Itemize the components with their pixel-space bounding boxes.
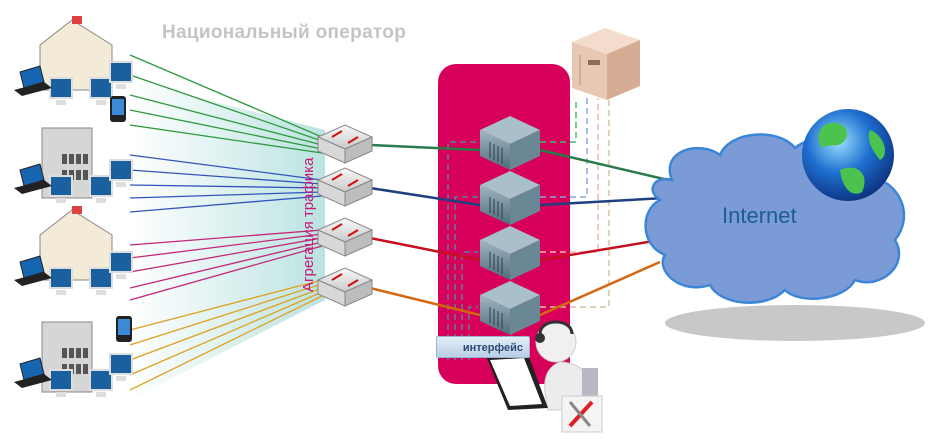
office-building-icon [41, 127, 93, 199]
client-link [129, 191, 323, 199]
laptop-icon [14, 163, 52, 194]
client-link [129, 287, 323, 361]
client-link [129, 74, 323, 142]
monitor-icon [109, 353, 133, 381]
server-icon [480, 281, 540, 335]
server-icon [480, 226, 540, 280]
control-line [454, 196, 478, 360]
client-link [129, 229, 323, 246]
aggregation-label: Агрегация трафика [300, 157, 317, 292]
client-link [129, 109, 323, 150]
server-icon [480, 171, 540, 225]
monitor-icon [49, 267, 73, 295]
switch-icon [316, 217, 374, 257]
client-link [129, 291, 323, 376]
client-link [129, 241, 323, 289]
pda-icon [116, 316, 132, 342]
laptop-icon [14, 255, 52, 286]
client-link [129, 279, 323, 331]
mirror-line [540, 98, 610, 308]
switch-icon [316, 124, 374, 164]
client-link [129, 94, 323, 146]
pda-icon [110, 96, 126, 122]
mirror-lines [447, 98, 610, 360]
server-icon [480, 116, 540, 170]
client-link [129, 245, 323, 301]
monitor-icon [109, 251, 133, 279]
monitor-icon [49, 175, 73, 203]
client-links [129, 54, 323, 391]
monitor-icon [49, 77, 73, 105]
mirror-line [540, 98, 599, 253]
mirror-line [540, 98, 588, 198]
laptop-icon [14, 357, 52, 388]
control-line [447, 141, 478, 360]
diagram-title: Национальный оператор [162, 22, 407, 43]
switch-icon [316, 267, 374, 307]
mirror-line [540, 98, 577, 143]
interface-button[interactable]: интерфейс [436, 336, 530, 358]
client-link [129, 169, 323, 185]
client-link [129, 54, 323, 138]
tools-icon [561, 395, 603, 433]
control-line [461, 251, 478, 360]
monitor-icon [109, 159, 133, 187]
control-line [468, 306, 478, 360]
aggregation-fan [130, 80, 325, 400]
client-link [129, 184, 323, 189]
client-link [129, 154, 323, 181]
globe-icon [802, 109, 894, 201]
monitor-icon [49, 369, 73, 397]
client-link [129, 295, 323, 391]
client-link [129, 124, 323, 154]
internet-label: Internet [722, 203, 797, 228]
monitor-icon [89, 369, 113, 397]
client-link [129, 237, 323, 273]
switch-icon [316, 167, 374, 207]
cloud-shadow [665, 305, 925, 341]
client-link [129, 283, 323, 346]
client-link [129, 233, 323, 259]
client-link [129, 195, 323, 213]
monitor-icon [89, 175, 113, 203]
monitor-icon [89, 77, 113, 105]
storage-server-icon [572, 28, 640, 100]
laptop-icon [14, 65, 52, 96]
monitor-icon [109, 61, 133, 89]
chair [582, 368, 598, 400]
operator-icon [486, 320, 598, 411]
monitor-icon [89, 267, 113, 295]
